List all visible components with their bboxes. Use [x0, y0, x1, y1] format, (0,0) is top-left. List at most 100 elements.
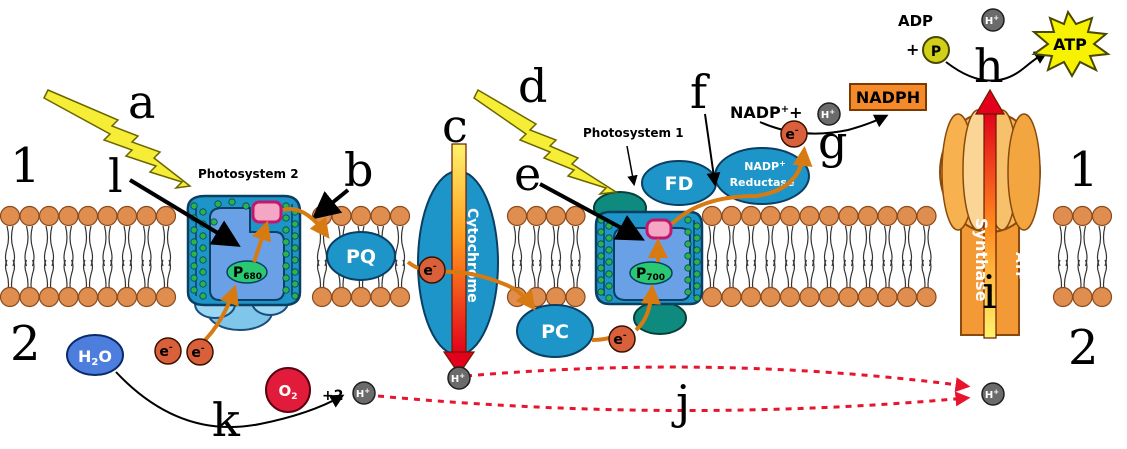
chlorophyll-dot — [605, 258, 613, 266]
lipid-heads — [0, 205, 1113, 308]
lipid-head — [38, 205, 60, 227]
lipid-tail — [921, 225, 926, 267]
lipid-tail — [556, 225, 562, 267]
lipid-tail — [1063, 225, 1069, 267]
proton — [981, 382, 1005, 406]
chlorophyll-dot — [605, 282, 613, 290]
lipid-head — [701, 205, 723, 227]
lipid-head — [818, 286, 840, 308]
lipid-tail — [829, 225, 835, 267]
lipid-head — [77, 205, 99, 227]
lipid-head — [740, 286, 762, 308]
lipid-tail — [24, 225, 29, 267]
chlorophyll-dot — [597, 264, 605, 272]
p700-label: P700 — [636, 266, 665, 283]
proton — [352, 381, 376, 405]
chlorophyll-dot — [291, 220, 299, 228]
lipid-head — [370, 205, 391, 227]
lipid-head — [155, 205, 177, 227]
side-label-bottom-right: 2 — [1068, 320, 1099, 376]
lipid-tail — [121, 225, 127, 267]
lipid-tail — [49, 225, 55, 267]
lipid-head — [1052, 286, 1074, 308]
chlorophyll-dot — [605, 294, 613, 302]
electron-label: e- — [191, 344, 205, 361]
chlorophyll-dot — [597, 276, 605, 284]
p680-ellipse — [226, 260, 268, 284]
lipid-tail — [147, 225, 152, 267]
proton-flow-upper-dotted — [465, 365, 971, 393]
lipid-head — [97, 205, 118, 227]
lipid-head — [779, 286, 801, 308]
fd-label: FD — [665, 173, 694, 195]
lipid-tail — [127, 225, 133, 267]
chlorophyll-dot — [190, 226, 198, 234]
photosystem-2-label: Photosystem 2 — [198, 167, 299, 181]
lipid-tail — [141, 225, 146, 267]
lipid-head — [331, 205, 352, 227]
chlorophyll-dot — [282, 238, 290, 246]
chlorophyll-dot — [684, 276, 692, 284]
lipid-tail — [570, 225, 575, 267]
nadp-reductase-label-1: NADP+ — [744, 159, 786, 173]
lipid-head — [760, 286, 781, 308]
chlorophyll-dot — [597, 252, 605, 260]
proton-label: H+ — [985, 388, 999, 401]
lipid-tail — [550, 225, 556, 267]
lipid-tail — [4, 225, 10, 267]
lipid-tail — [784, 225, 790, 267]
chlorophyll-dot — [199, 256, 207, 264]
lipid-tails — [4, 225, 1108, 297]
electron-flow-to-p700 — [634, 284, 661, 332]
lipid-head — [896, 286, 918, 308]
chlorophyll-dot — [597, 240, 605, 248]
lipid-head — [1072, 286, 1093, 308]
chlorophyll-dot — [597, 228, 605, 236]
electron — [186, 338, 214, 366]
lipid-tail — [751, 225, 757, 267]
chlorophyll-dot — [291, 256, 299, 264]
lipid-tail — [1102, 225, 1108, 267]
side-label-top-left: 1 — [10, 138, 41, 194]
lipid-tail — [10, 225, 16, 267]
side-label-bottom-left: 2 — [10, 316, 41, 372]
chlorophyll-dot — [282, 226, 290, 234]
lipid-tail — [843, 225, 848, 267]
phosphate-label: P — [931, 44, 941, 60]
lipid-head — [545, 205, 567, 227]
chlorophyll-dot — [693, 294, 701, 302]
chlorophyll-dot — [282, 214, 290, 222]
chlorophyll-dot — [214, 200, 222, 208]
chlorophyll-dot — [684, 252, 692, 260]
letter-d: d — [518, 59, 547, 113]
lipid-head — [506, 205, 528, 227]
nadp-plus-label: NADP++ — [730, 103, 803, 122]
lipid-head — [877, 205, 898, 227]
lipid-tail — [1057, 225, 1063, 267]
oxygen-label: O2 — [278, 382, 297, 402]
chlorophyll-dot — [199, 208, 207, 216]
lipid-tail — [102, 225, 107, 267]
lipid-tail — [576, 225, 581, 267]
proton-label: H+ — [985, 14, 999, 27]
lipid-head — [838, 205, 859, 227]
chlorophyll-dot — [282, 250, 290, 258]
lipid-head — [331, 286, 352, 308]
lipid-head — [818, 205, 840, 227]
lipid-tail — [810, 225, 815, 267]
oxygen-molecule — [265, 367, 311, 413]
lipid-bilayer-membrane — [0, 205, 1113, 308]
lipid-head — [721, 205, 742, 227]
chlorophyll-dot — [242, 202, 250, 210]
electron-flow-p680-to-center — [252, 220, 272, 263]
lipid-tail — [745, 225, 751, 267]
electron-label: e- — [423, 262, 437, 279]
lipid-head — [857, 286, 879, 308]
lipid-tail — [1077, 225, 1082, 267]
lipid-tail — [882, 225, 887, 267]
light-energy-bolt-ps2 — [43, 89, 192, 190]
chlorophyll-dot — [684, 240, 692, 248]
lipid-head — [350, 205, 372, 227]
chlorophyll-dot — [190, 286, 198, 294]
lipid-tail — [712, 225, 718, 267]
